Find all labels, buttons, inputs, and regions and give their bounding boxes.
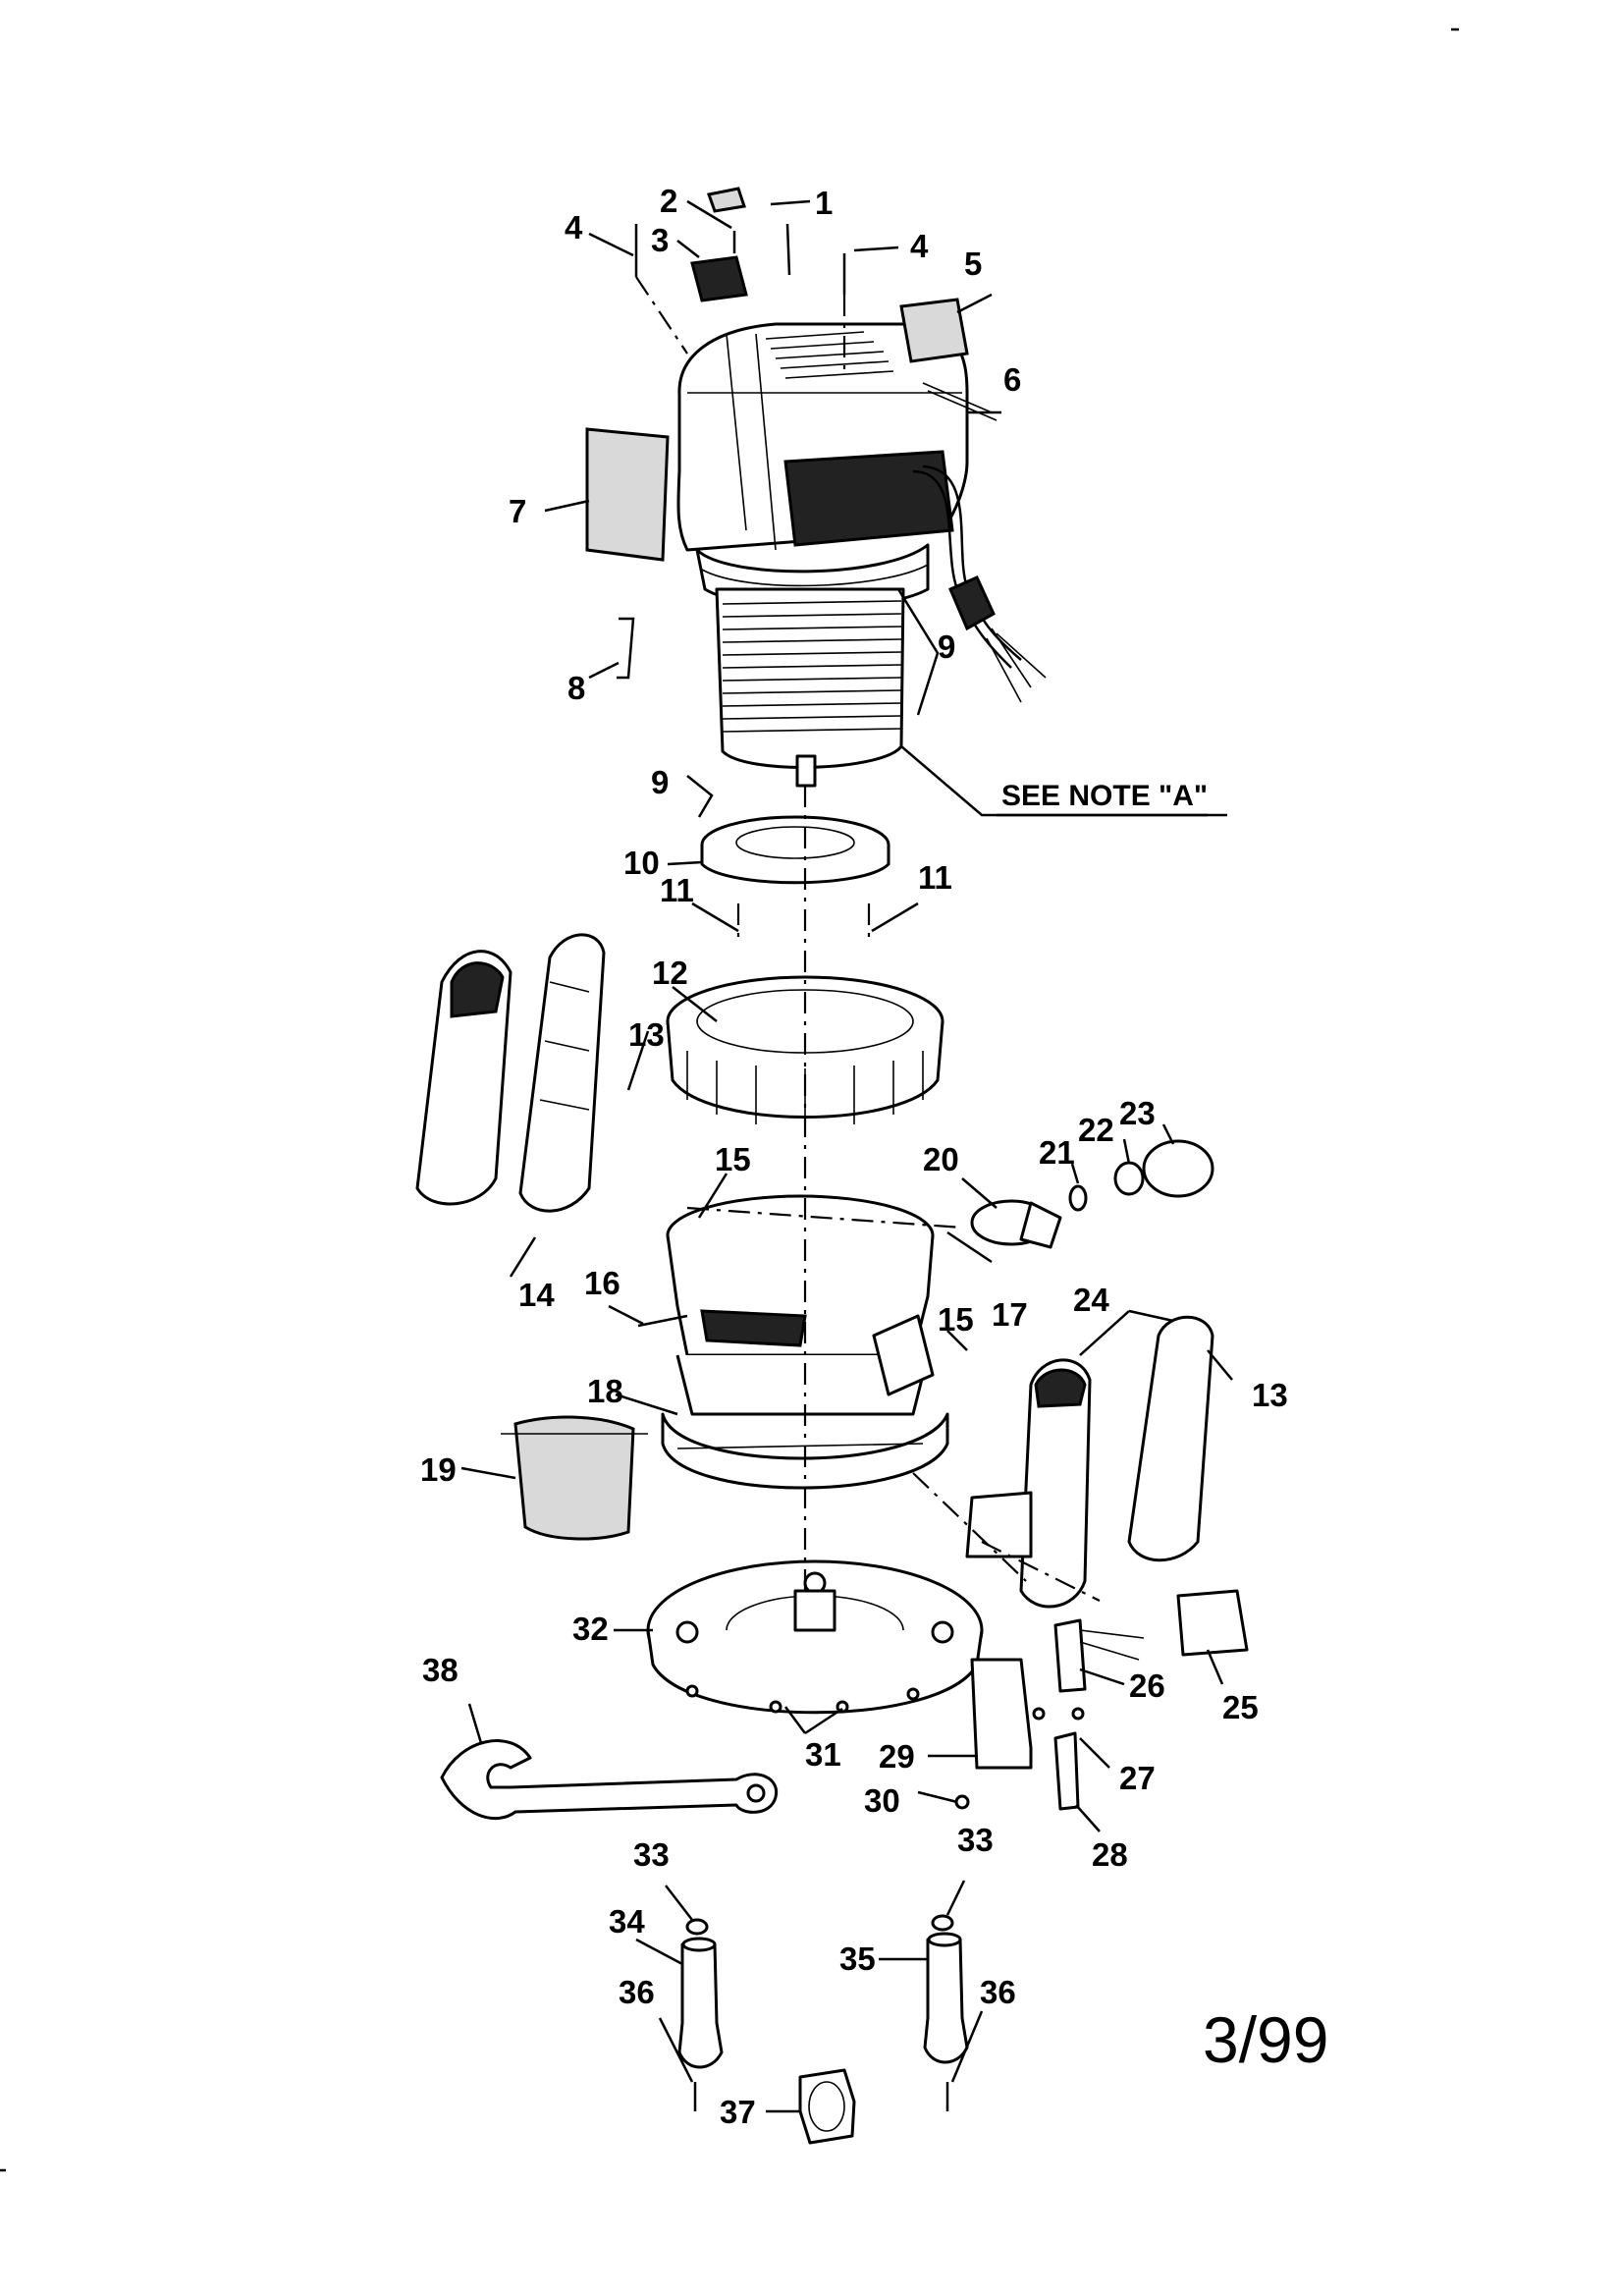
left-handle-drawing <box>415 933 606 1213</box>
callout-23: 19 <box>420 1451 457 1488</box>
callout-11b: 11 <box>918 859 952 896</box>
callout-24: 24 <box>1073 1282 1109 1318</box>
callout-13b: 13 <box>1252 1377 1288 1413</box>
callout-20: 22 <box>1078 1112 1114 1148</box>
callout-17: 17 <box>992 1296 1028 1333</box>
callout-9b: 9 <box>651 764 669 800</box>
base-plate-drawing <box>646 1559 984 1715</box>
callout-29: 29 <box>879 1738 915 1775</box>
callout-27: 27 <box>1119 1760 1156 1796</box>
collets-drawing <box>677 1914 969 2145</box>
callout-1: 1 <box>815 185 833 221</box>
callout-11a: 11 <box>660 872 694 908</box>
callout-3: 3 <box>651 222 669 258</box>
callout-9a: 9 <box>938 629 955 665</box>
callout-36b: 36 <box>980 1974 1016 2010</box>
callout-33b: 33 <box>957 1822 994 1858</box>
callout-22: 18 <box>587 1373 623 1409</box>
part-callouts: 1 2 3 4 4 5 6 7 8 9 9 10 11 11 12 13 14 … <box>420 183 1288 2130</box>
callout-38: 38 <box>422 1652 458 1688</box>
callout-15a: 15 <box>715 1141 751 1177</box>
callout-12: 12 <box>652 955 688 991</box>
callout-14: 14 <box>518 1277 555 1313</box>
callout-31: 31 <box>805 1736 841 1773</box>
callout-5: 5 <box>964 246 982 282</box>
callout-21: 23 <box>1119 1095 1156 1131</box>
callout-2: 2 <box>660 183 677 219</box>
assembly-centerlines <box>635 276 1101 1602</box>
callout-18: 20 <box>923 1141 959 1177</box>
callout-33a: 33 <box>633 1836 670 1873</box>
callout-7: 7 <box>509 493 526 529</box>
chip-shield-drawing <box>501 1415 648 1541</box>
callout-19: 21 <box>1039 1134 1075 1171</box>
right-handle-drawing <box>954 1315 1249 1811</box>
motor-housing-drawing <box>585 187 1047 788</box>
callout-32: 32 <box>572 1611 609 1647</box>
callout-16: 16 <box>584 1265 620 1301</box>
callout-25: 25 <box>1222 1689 1259 1725</box>
callout-10: 10 <box>623 845 660 881</box>
wrench-drawing <box>440 1739 779 1821</box>
callout-15b: 15 <box>938 1301 974 1338</box>
callout-34: 34 <box>609 1903 645 1940</box>
callout-8: 8 <box>567 670 585 706</box>
callout-26: 26 <box>1129 1667 1165 1704</box>
callout-4b: 4 <box>910 228 929 264</box>
callout-6: 6 <box>1003 361 1021 398</box>
callout-4a: 4 <box>565 209 583 246</box>
callout-35: 35 <box>839 1941 876 1977</box>
see-note-a-label: SEE NOTE "A" <box>1001 780 1208 812</box>
leader-lines <box>460 199 1233 2113</box>
date-code: 3/99 <box>1203 2003 1328 2076</box>
callout-37: 37 <box>720 2094 756 2130</box>
router-base-drawing <box>637 1139 1214 1490</box>
callout-13a: 13 <box>628 1016 665 1053</box>
callout-30: 30 <box>864 1782 900 1819</box>
callout-28: 28 <box>1092 1836 1128 1873</box>
callout-36a: 36 <box>619 1974 655 2010</box>
